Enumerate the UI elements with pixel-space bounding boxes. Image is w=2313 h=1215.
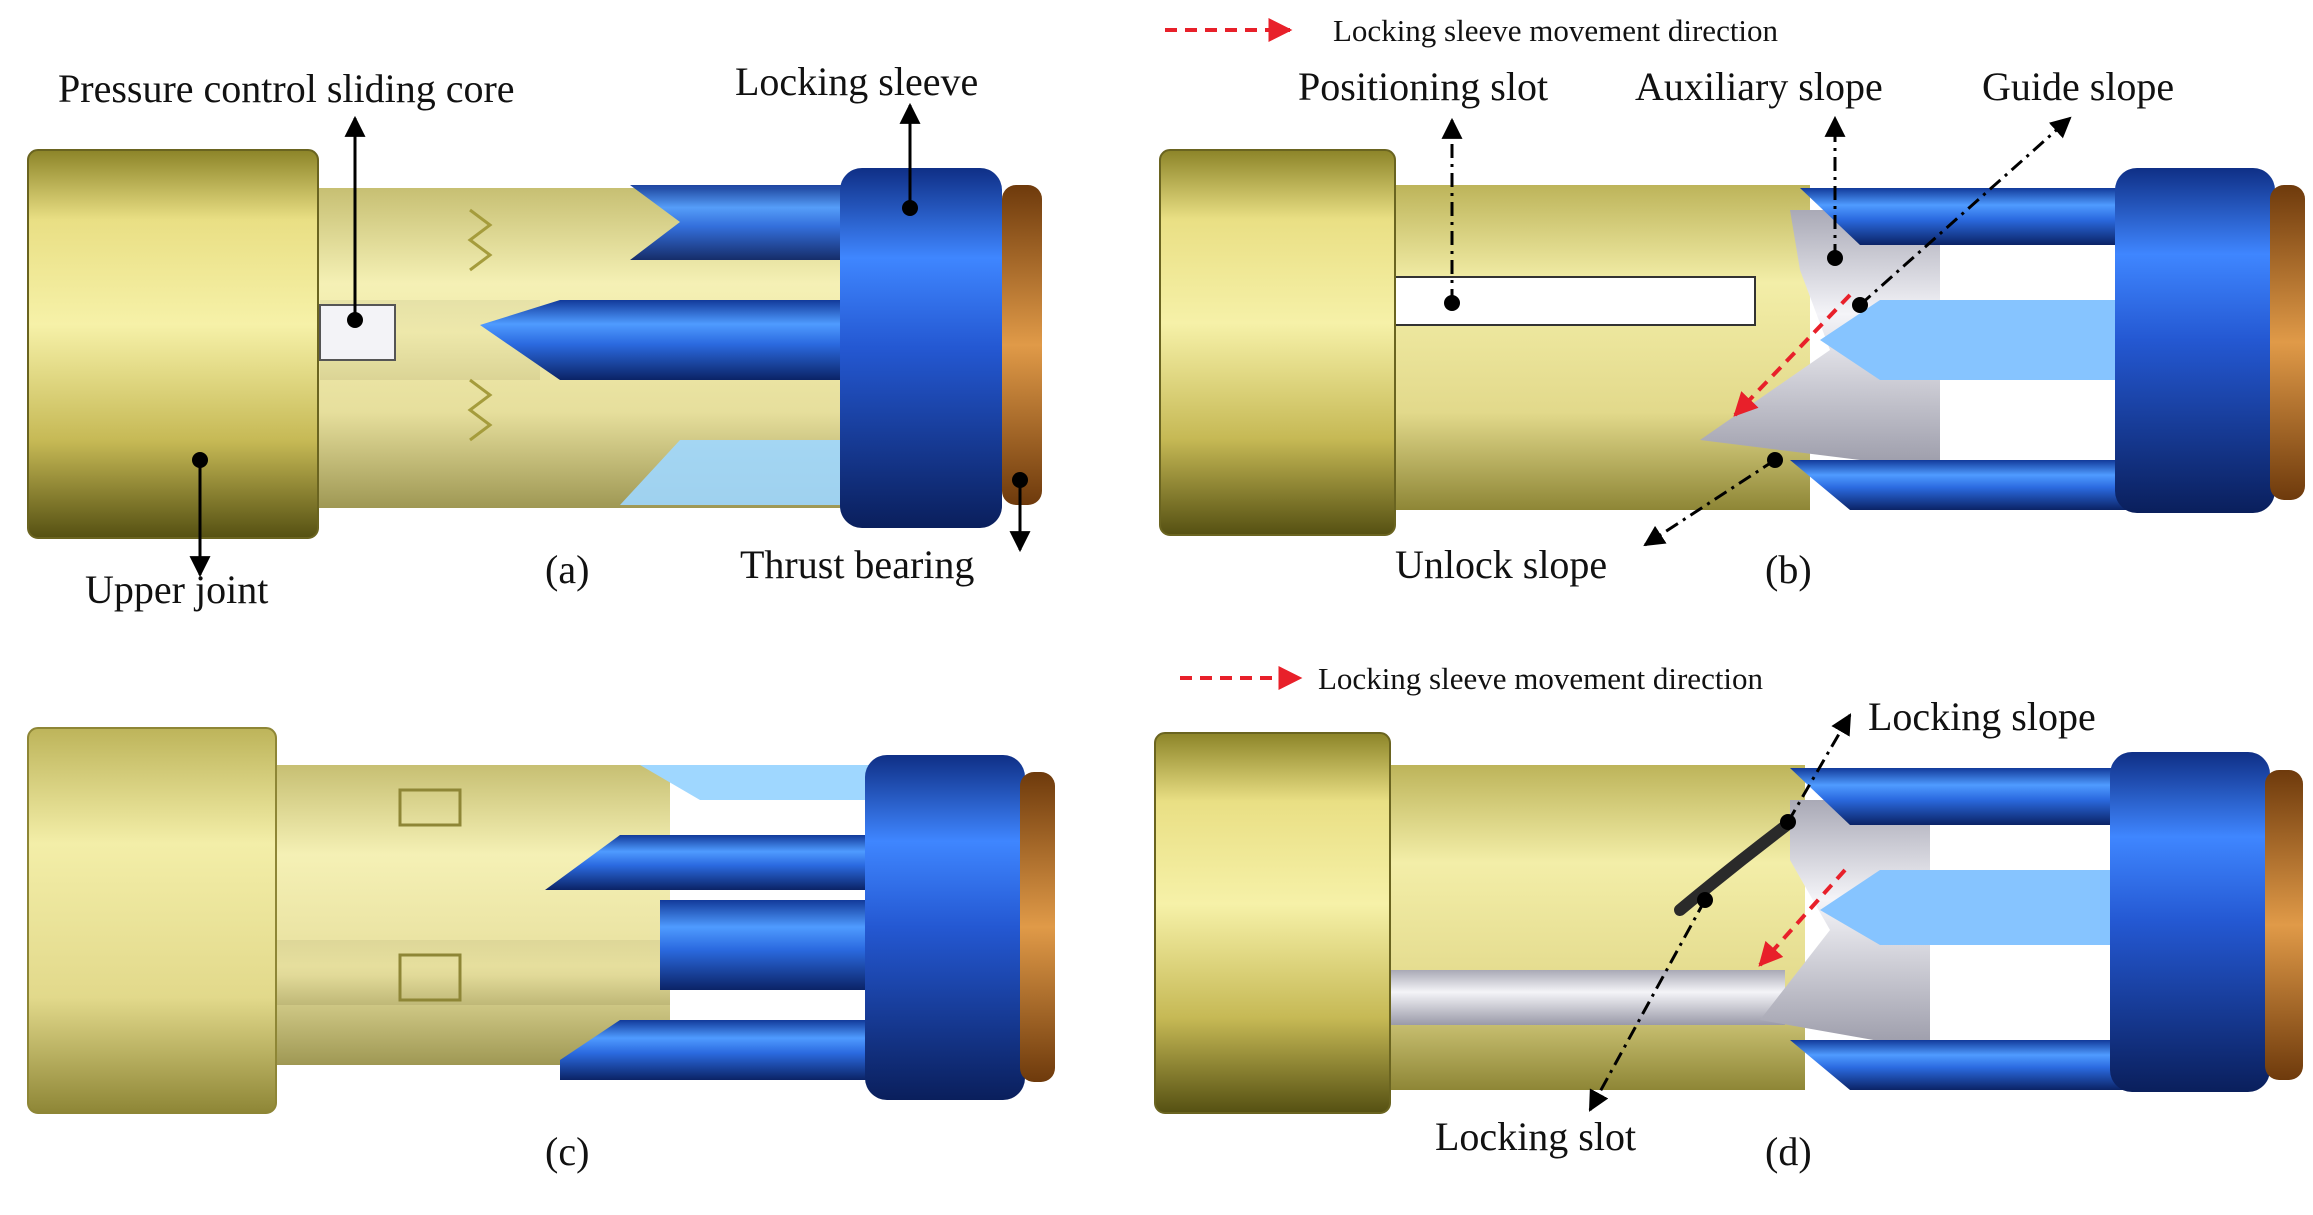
window-c-top [398,788,462,827]
legend-d: Locking sleeve movement direction [1180,661,1764,696]
dot-positioning-slot [1444,295,1460,311]
dot-auxiliary-slope [1827,250,1843,266]
label-positioning-slot: Positioning slot [1298,64,1548,109]
blue-finger-c-lower [660,900,880,990]
label-locking-sleeve: Locking sleeve [735,59,978,104]
label-auxiliary-slope: Auxiliary slope [1635,64,1883,109]
leader-locking-slope [1786,713,1852,823]
caption-b: (b) [1765,547,1812,592]
thrust-bearing-d [2265,770,2303,1080]
teeth-a [467,208,493,272]
leader-unlock-slope [1643,458,1776,547]
movement-arrow-b [1733,293,1852,417]
locking-sleeve-ring-a [840,168,1002,528]
blue-finger-d-top [1790,768,2125,825]
body-sleeve-b [1390,185,1810,510]
blue-finger-b-mid [1820,300,2130,380]
movement-arrow-d [1758,868,1847,967]
caption-a: (a) [545,547,589,592]
body-sleeve-c [270,765,670,1065]
upper-joint-a [27,149,319,539]
locking-sleeve-ring-b [2115,168,2275,513]
blue-finger-d-bottom [1790,1040,2125,1090]
dot-upper-joint [192,452,208,468]
label-guide-slope: Guide slope [1982,64,2174,109]
leader-guide-slope [1859,116,2072,307]
label-pressure-control-sliding-core: Pressure control sliding core [58,66,515,111]
panel-c [27,727,1055,1114]
upper-joint-b [1159,149,1396,536]
blue-finger-b-bottom [1790,460,2130,510]
silver-spline-b [1700,210,1940,470]
blue-finger-d-mid [1820,870,2125,945]
upper-joint-d [1154,732,1391,1114]
dot-sliding-core [347,312,363,328]
silver-core-d [1385,970,1785,1025]
legend-d-text: Locking sleeve movement direction [1318,661,1764,696]
label-locking-slot: Locking slot [1435,1114,1636,1159]
thrust-bearing-c [1020,772,1055,1082]
locking-sleeve-ring-c [865,755,1025,1100]
legend-b: Locking sleeve movement direction [1165,13,1779,48]
locking-sleeve-ring-d [2110,752,2270,1092]
leader-locking-slot [1588,899,1707,1112]
blue-finger-c-mid [545,835,880,890]
dot-locking-slot [1697,892,1713,908]
caption-d: (d) [1765,1129,1812,1174]
dot-locking-sleeve [902,200,918,216]
blue-finger-a-bottom [620,440,860,505]
silver-spline-d [1760,800,1930,1050]
dot-thrust-bearing [1012,472,1028,488]
panel-d [1154,732,2303,1114]
thrust-bearing-a [1002,185,1042,505]
label-unlock-slope: Unlock slope [1395,542,1607,587]
label-thrust-bearing: Thrust bearing [740,542,974,587]
label-upper-joint: Upper joint [85,567,268,612]
legend-b-text: Locking sleeve movement direction [1333,13,1779,48]
blue-finger-c-bottom [560,1020,880,1080]
leader-lines [189,102,2072,1112]
thrust-bearing-b [2270,185,2305,500]
panel-b [1159,149,2305,536]
label-locking-slope: Locking slope [1868,694,2096,739]
upper-joint-c [27,727,277,1114]
blue-finger-a-top [630,185,860,260]
dot-unlock-slope [1767,452,1783,468]
body-sleeve-d [1385,765,1805,1090]
dot-locking-slope [1780,814,1796,830]
blue-finger-b-top [1800,188,2130,245]
blue-finger-c-top [640,765,880,800]
teeth-a-lower [467,378,493,442]
window-c-bottom [398,953,462,1002]
panel-a [27,149,1042,539]
blue-finger-a-mid [480,300,860,380]
caption-c: (c) [545,1129,589,1174]
dot-guide-slope [1852,297,1868,313]
leader-dots [192,200,1868,908]
